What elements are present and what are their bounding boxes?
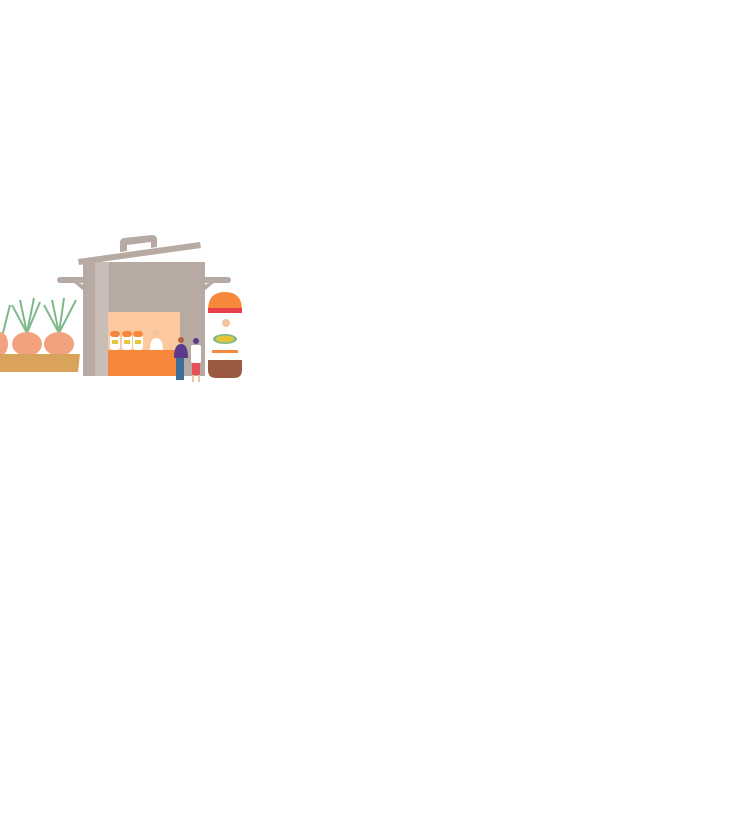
planter	[0, 354, 80, 372]
customers	[174, 337, 201, 382]
onion-planter	[0, 297, 80, 372]
onion	[44, 332, 74, 356]
stall-counter	[108, 350, 180, 376]
cooking-pot	[57, 235, 231, 376]
chef	[150, 330, 163, 350]
sauce-bottle	[208, 292, 242, 378]
sauce-jars	[110, 331, 143, 350]
onion	[0, 332, 8, 356]
pot-handle-right	[203, 277, 231, 283]
pot-handle-left	[57, 277, 85, 283]
market-stall	[108, 312, 180, 376]
onion	[12, 332, 42, 356]
lid-handle	[120, 235, 157, 252]
pot-lid	[78, 242, 201, 265]
onion-leaves	[2, 297, 77, 334]
